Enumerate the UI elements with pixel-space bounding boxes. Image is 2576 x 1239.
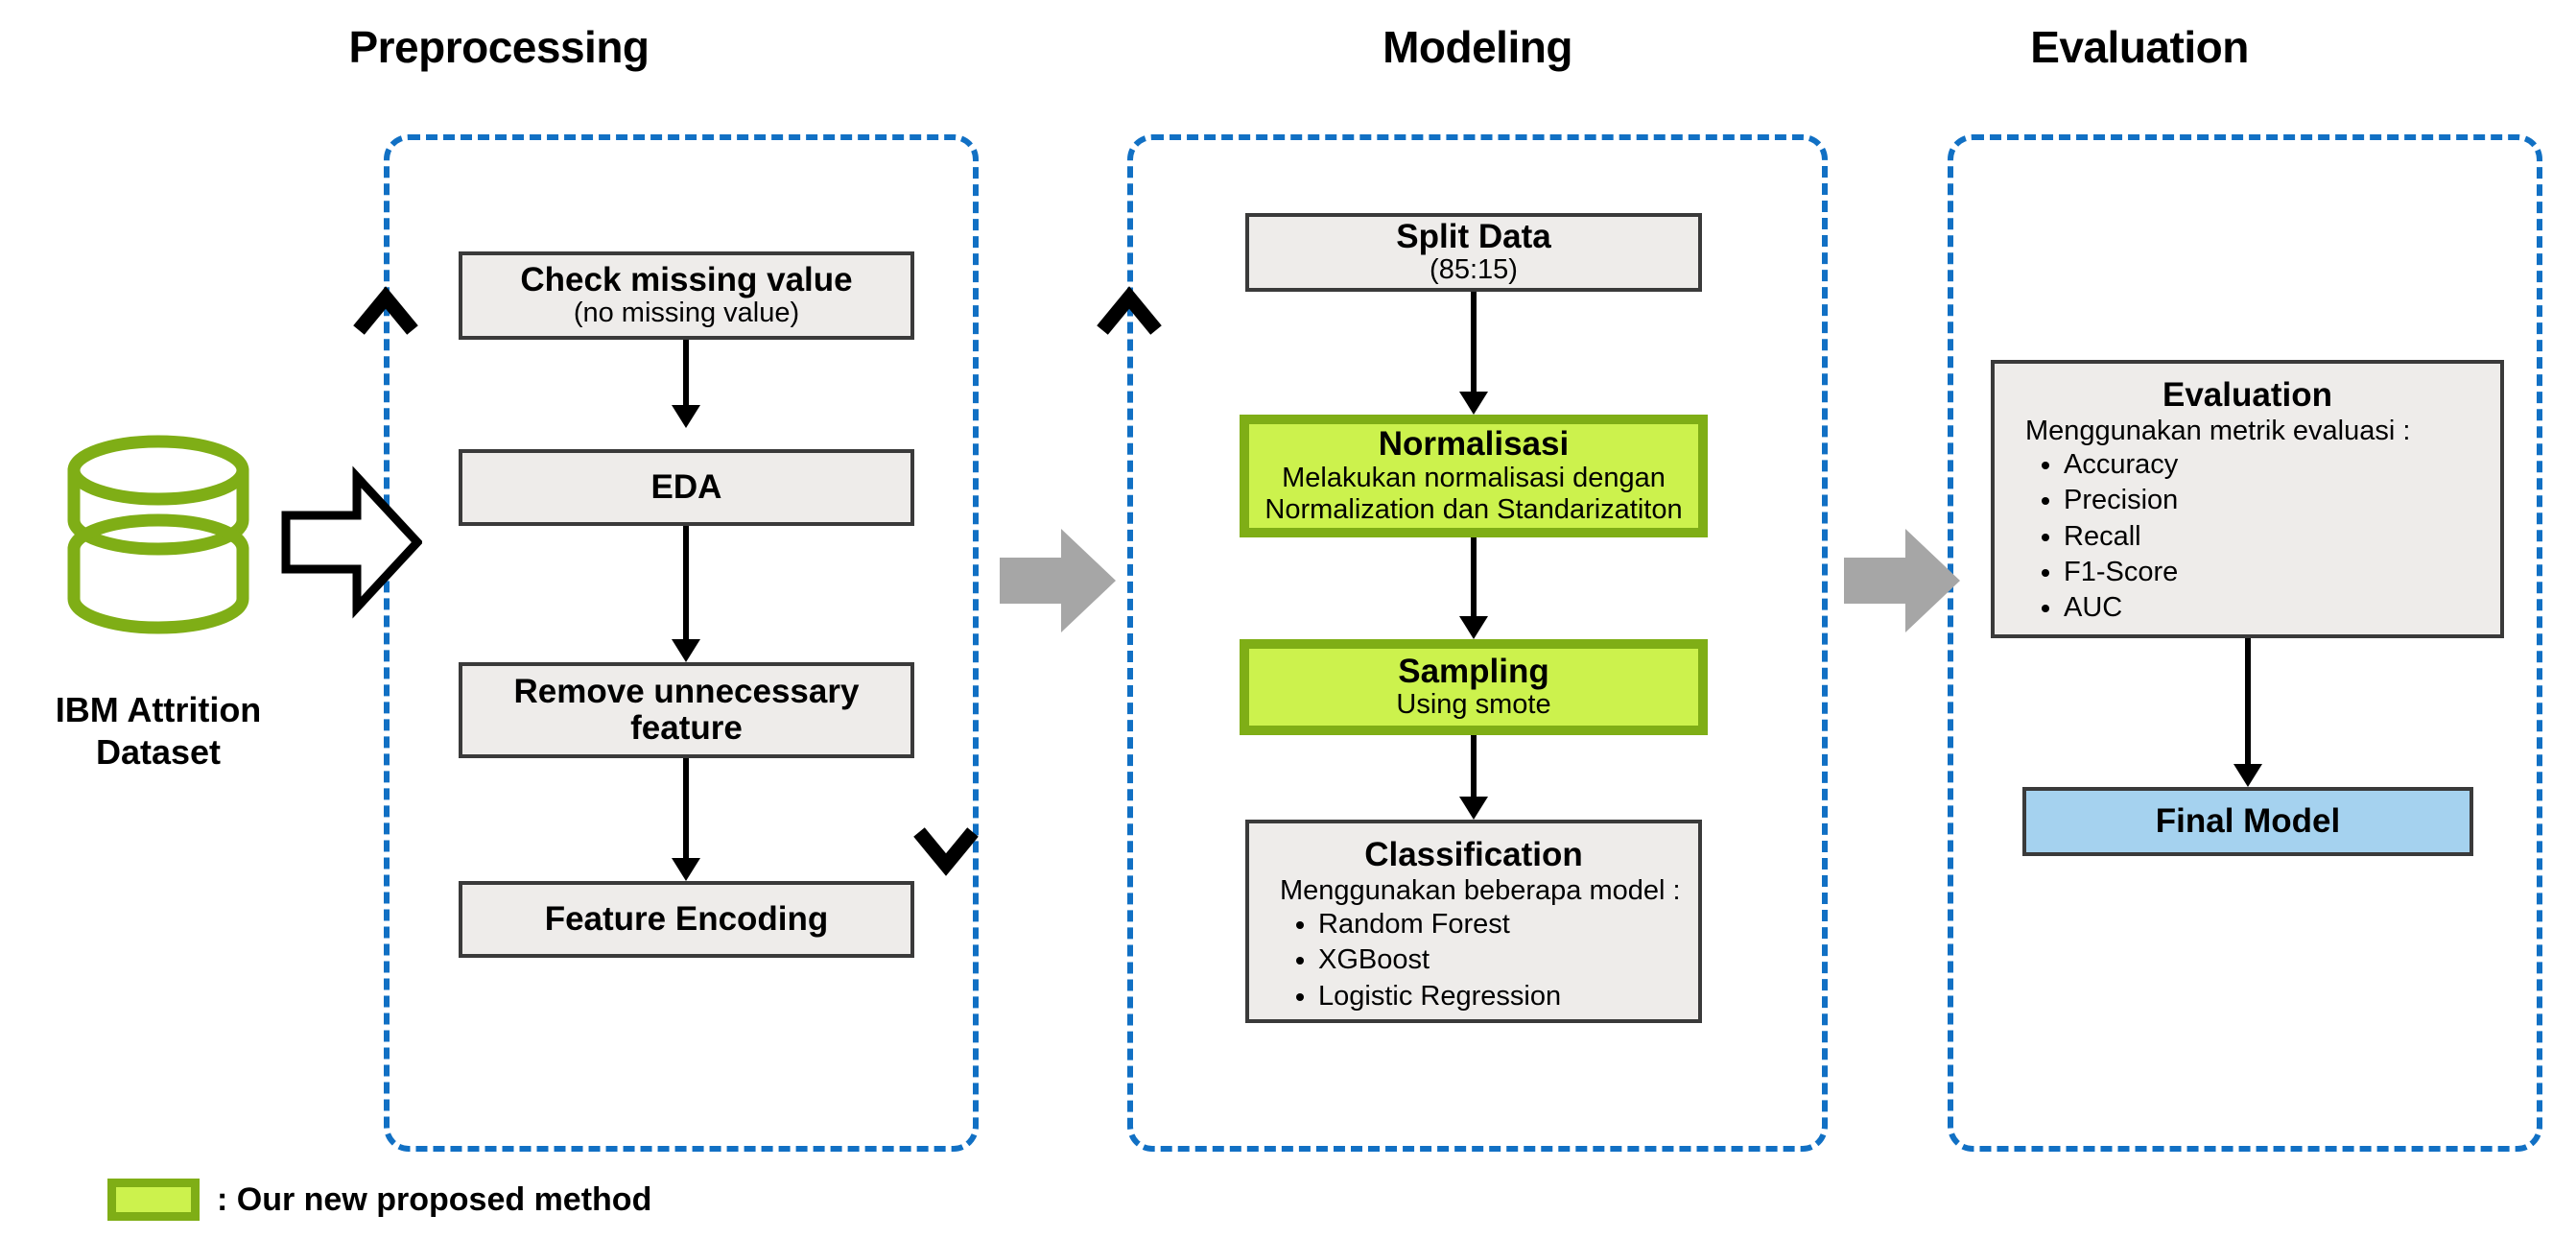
step-title: Normalisasi [1378, 425, 1570, 464]
legend: : Our new proposed method [107, 1179, 651, 1221]
step-box-eda[interactable]: EDA [459, 449, 914, 526]
legend-label: : Our new proposed method [217, 1180, 652, 1218]
step-box-final-model[interactable]: Final Model [2022, 787, 2473, 856]
phase-title-preprocessing: Preprocessing [348, 22, 650, 72]
step-box-check-missing-value[interactable]: Check missing value (no missing value) [459, 251, 914, 340]
step-box-feature-encoding[interactable]: Feature Encoding [459, 881, 914, 958]
dataset-label-line2: Dataset [95, 731, 222, 772]
classification-model-list: Random Forest XGBoost Logistic Regressio… [1272, 907, 1689, 1013]
step-title: Split Data [1396, 217, 1551, 255]
list-item: XGBoost [1318, 942, 1689, 978]
step-title: Check missing value [520, 260, 853, 298]
step-box-split-data[interactable]: Split Data (85:15) [1245, 213, 1702, 292]
step-box-classification[interactable]: Classification Menggunakan beberapa mode… [1245, 820, 1702, 1023]
chevron-up-icon-preprocessing-left [353, 284, 418, 342]
step-subtitle: (85:15) [1430, 254, 1518, 286]
classification-lead: Menggunakan beberapa model : [1280, 874, 1681, 906]
modeling-to-evaluation-arrow-icon [1842, 523, 1962, 638]
phase-title-modeling: Modeling [1383, 22, 1572, 72]
database-icon [58, 432, 259, 672]
classification-list-wrap: Menggunakan beberapa model : Random Fore… [1259, 874, 1689, 1014]
preprocessing-to-modeling-arrow-icon [998, 523, 1118, 638]
step-title: EDA [650, 468, 722, 507]
step-subtitle: (no missing value) [573, 298, 800, 329]
panel-modeling [1127, 134, 1828, 1152]
evaluation-lead: Menggunakan metrik evaluasi : [2025, 415, 2411, 446]
panel-evaluation [1948, 134, 2542, 1152]
step-title: Remove unnecessary feature [513, 673, 860, 747]
step-title: Sampling [1398, 652, 1549, 690]
list-item: Recall [2064, 519, 2491, 555]
dataset-to-preprocessing-arrow-icon [278, 465, 424, 619]
panel-preprocessing [384, 134, 979, 1152]
step-title: Classification [1364, 836, 1583, 873]
step-box-evaluation-metrics[interactable]: Evaluation Menggunakan metrik evaluasi :… [1991, 360, 2504, 638]
list-item: Random Forest [1318, 907, 1689, 942]
dataset-label: IBM Attrition Dataset [14, 689, 302, 774]
chevron-up-icon-modeling-left [1097, 284, 1162, 342]
evaluation-metric-list: Accuracy Precision Recall F1-Score AUC [2018, 447, 2491, 626]
phase-title-evaluation: Evaluation [2030, 22, 2249, 72]
chevron-down-icon-preprocessing-right [913, 821, 979, 878]
legend-swatch-proposed-method [107, 1179, 200, 1221]
step-box-sampling[interactable]: Sampling Using smote [1240, 639, 1708, 735]
step-title: Feature Encoding [544, 900, 829, 939]
step-title: Final Model [2155, 802, 2341, 841]
list-item: AUC [2064, 590, 2491, 626]
dataset-label-line1: IBM Attrition [55, 690, 262, 729]
list-item: Precision [2064, 483, 2491, 518]
step-subtitle-line2: Normalization dan Standarizatiton [1264, 493, 1683, 525]
list-item: F1-Score [2064, 555, 2491, 590]
step-box-normalisasi[interactable]: Normalisasi Melakukan normalisasi dengan… [1240, 415, 1708, 537]
step-title: Evaluation [2162, 376, 2332, 414]
step-subtitle: Using smote [1396, 689, 1551, 721]
list-item: Logistic Regression [1318, 979, 1689, 1014]
step-box-remove-unnecessary-feature[interactable]: Remove unnecessary feature [459, 662, 914, 758]
step-subtitle-line1: Melakukan normalisasi dengan [1282, 462, 1666, 493]
list-item: Accuracy [2064, 447, 2491, 483]
evaluation-list-wrap: Menggunakan metrik evaluasi : Accuracy P… [2004, 415, 2491, 626]
